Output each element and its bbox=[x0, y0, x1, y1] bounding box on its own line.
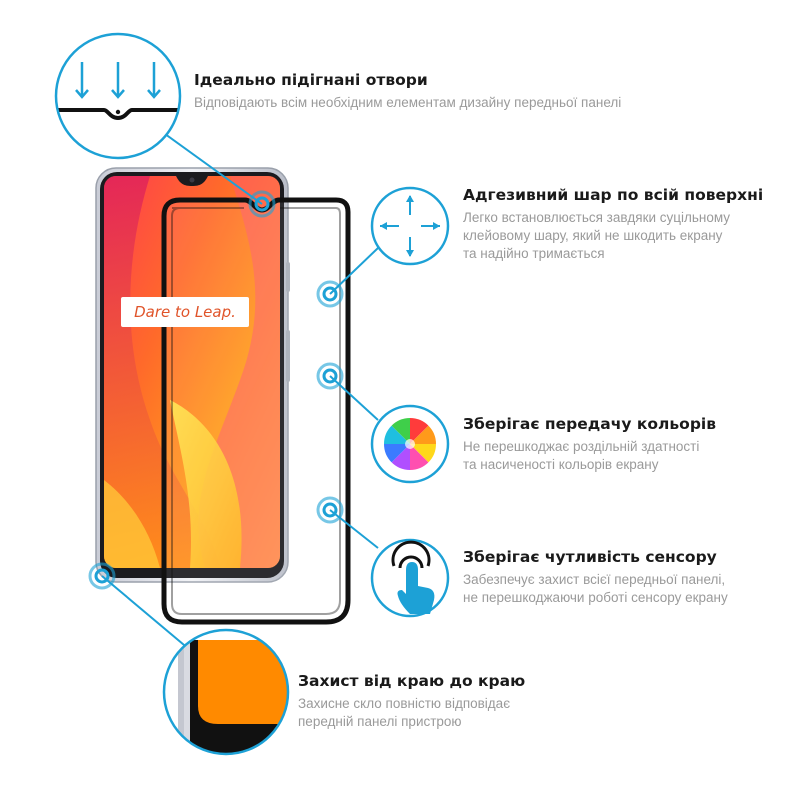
four-arrows-icon bbox=[370, 186, 450, 266]
feature-description: Не перешкоджає роздільній здатності та н… bbox=[463, 439, 700, 472]
glass-protector bbox=[161, 197, 351, 625]
target-marker-edge bbox=[88, 562, 116, 590]
feature-title: Зберігає чутливість сенсору bbox=[463, 548, 717, 566]
target-marker-touch bbox=[316, 496, 344, 524]
feature-color-fidelity: Зберігає передачу кольорів Не перешкоджа… bbox=[463, 415, 716, 474]
color-wheel-icon bbox=[370, 404, 450, 484]
target-marker-adhesive bbox=[316, 280, 344, 308]
target-markers bbox=[88, 190, 344, 590]
feature-title: Зберігає передачу кольорів bbox=[463, 415, 717, 433]
feature-description: Легко встановлюється завдяки суцільному … bbox=[463, 210, 731, 261]
phone bbox=[95, 167, 290, 583]
phone-screen bbox=[104, 176, 280, 568]
feature-title: Адгезивний шар по всій поверхні bbox=[463, 186, 764, 204]
feature-description: Відповідають всім необхідним елементам д… bbox=[194, 95, 622, 110]
feature-perfect-cutouts: Ідеально підігнані отвори Відповідають в… bbox=[194, 71, 621, 112]
down-arrows-notch-icon bbox=[54, 32, 182, 160]
wallpaper-slogan: Dare to Leap. bbox=[121, 297, 249, 327]
feature-touch-sensitivity: Зберігає чутливість сенсору Забезпечує з… bbox=[463, 548, 728, 607]
feature-title: Ідеально підігнані отвори bbox=[194, 71, 428, 89]
feature-description: Забезпечує захист всієї передньої панелі… bbox=[463, 572, 728, 605]
target-marker-colors bbox=[316, 362, 344, 390]
edge-zoom-icon bbox=[162, 628, 290, 756]
touch-finger-icon bbox=[370, 538, 450, 618]
feature-edge-to-edge: Захист від краю до краю Захисне скло пов… bbox=[298, 672, 525, 731]
feature-adhesive-layer: Адгезивний шар по всій поверхні Легко вс… bbox=[463, 186, 763, 263]
feature-title: Захист від краю до краю bbox=[298, 672, 526, 690]
target-marker-cutout bbox=[248, 190, 276, 218]
feature-description: Захисне скло повністю відповідає передні… bbox=[298, 696, 511, 729]
